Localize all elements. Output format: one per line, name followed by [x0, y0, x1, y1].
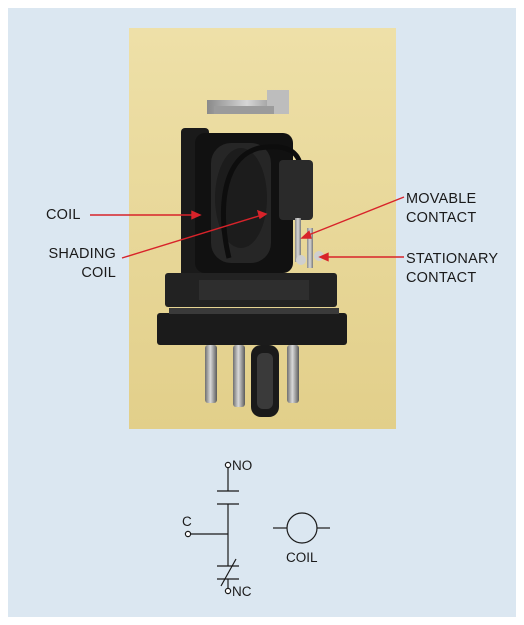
- label-c: C: [182, 514, 192, 529]
- label-stationary-contact-line1: STATIONARY: [406, 251, 499, 267]
- relay-base: [157, 273, 347, 345]
- top-bracket: [207, 90, 289, 114]
- label-movable-contact: MOVABLE CONTACT: [406, 190, 476, 228]
- label-stationary-contact: STATIONARY CONTACT: [406, 250, 498, 288]
- label-movable-contact-line1: MOVABLE: [406, 191, 477, 207]
- label-shading-coil-line1: SHADING: [48, 246, 116, 262]
- nc-contact-slash: [220, 558, 237, 587]
- label-stationary-contact-line2: CONTACT: [406, 270, 477, 286]
- terminal-nc: [224, 587, 232, 595]
- relay-pins: [205, 345, 299, 417]
- label-movable-contact-line2: CONTACT: [406, 210, 477, 226]
- label-shading-coil-line2: COIL: [81, 265, 116, 281]
- terminal-no: [224, 461, 232, 469]
- terminal-c: [184, 530, 192, 538]
- label-coil-text: COIL: [46, 207, 81, 223]
- label-schematic-coil: COIL: [286, 550, 318, 565]
- label-nc: NC: [232, 584, 252, 599]
- label-coil: COIL: [46, 206, 81, 225]
- label-no: NO: [232, 458, 252, 473]
- label-shading-coil: SHADING COIL: [34, 245, 116, 283]
- coil-circle: [286, 512, 318, 544]
